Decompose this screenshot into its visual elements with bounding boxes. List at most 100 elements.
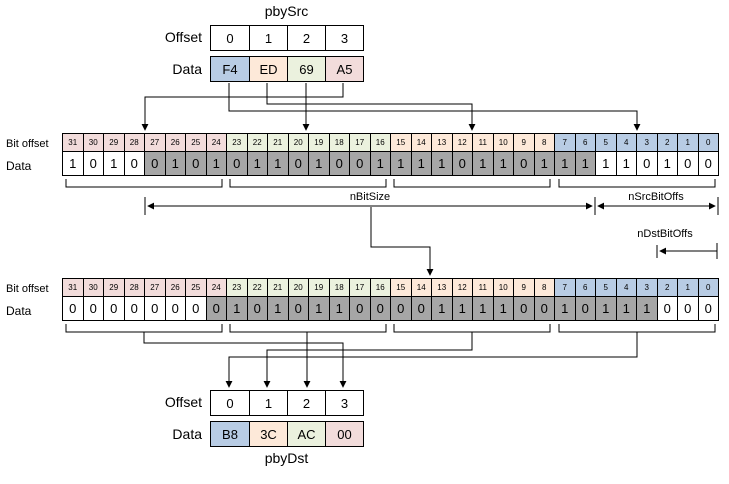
- bit-cell: 0: [144, 297, 165, 320]
- bit-cell: 0: [246, 297, 267, 320]
- bit-offset-cell: 21: [267, 134, 288, 151]
- offset-cell: 3: [325, 391, 363, 415]
- bit-cell: 0: [144, 152, 165, 175]
- ndstbitoffs-dimension: [656, 243, 718, 259]
- bit-cell: 1: [390, 152, 411, 175]
- dst-register-bit-offset-label: Bit offset: [6, 283, 49, 295]
- bit-cell: 1: [63, 152, 83, 175]
- bit-offset-cell: 3: [636, 279, 657, 296]
- dst-data-label: Data: [172, 426, 202, 442]
- bit-cell: 0: [677, 297, 698, 320]
- bit-offset-cell: 1: [677, 134, 698, 151]
- byte-cell: 3C: [249, 422, 287, 446]
- bit-offset-cell: 18: [328, 134, 349, 151]
- bit-cell: 0: [63, 297, 83, 320]
- bit-cell: 1: [595, 297, 616, 320]
- bit-offset-cell: 14: [410, 134, 431, 151]
- bit-cell: 1: [431, 297, 452, 320]
- bit-offset-cell: 4: [615, 279, 636, 296]
- bit-offset-cell: 1: [677, 279, 698, 296]
- dst-register-byte-brackets: [65, 324, 716, 333]
- bit-cell: 1: [574, 152, 595, 175]
- bit-offset-cell: 23: [226, 279, 247, 296]
- bit-cell: 1: [492, 152, 513, 175]
- bit-cell: 0: [349, 152, 370, 175]
- bit-offset-cell: 28: [123, 134, 144, 151]
- src-data-label: Data: [172, 61, 202, 77]
- bit-offset-cell: 20: [287, 134, 308, 151]
- bit-offset-cell: 10: [492, 279, 513, 296]
- byte-cell: F4: [211, 57, 249, 81]
- bit-offset-cell: 0: [697, 134, 718, 151]
- bit-offset-cell: 8: [533, 279, 554, 296]
- bit-cell: 0: [123, 297, 144, 320]
- bit-cell: 0: [82, 152, 103, 175]
- bit-cell: 0: [328, 152, 349, 175]
- bit-cell: 1: [595, 152, 616, 175]
- dst-offset-label: Offset: [164, 394, 202, 410]
- bit-offset-cell: 25: [185, 134, 206, 151]
- bit-offset-cell: 26: [164, 279, 185, 296]
- nbitsize-label: nBitSize: [320, 191, 420, 203]
- bit-cell: 1: [205, 152, 226, 175]
- bit-offset-cell: 15: [390, 279, 411, 296]
- offset-cell: 2: [287, 26, 325, 50]
- offset-cell: 0: [226, 395, 234, 411]
- bit-offset-cell: 26: [164, 134, 185, 151]
- bit-offset-cell: 29: [103, 134, 124, 151]
- bit-cell: 0: [410, 297, 431, 320]
- bit-offset-cell: 27: [144, 279, 165, 296]
- bit-offset-cell: 7: [554, 134, 575, 151]
- bit-offset-cell: 11: [472, 134, 493, 151]
- bit-offset-cell: 3: [636, 134, 657, 151]
- bit-cell: 0: [287, 297, 308, 320]
- bit-cell: 0: [513, 152, 534, 175]
- bit-offset-cell: 13: [431, 134, 452, 151]
- bit-offset-cell: 21: [267, 279, 288, 296]
- bit-offset-cell: 12: [451, 134, 472, 151]
- register-transfer-arrow: [370, 207, 434, 276]
- bit-offset-cell: 27: [144, 134, 165, 151]
- bit-offset-cell: 4: [615, 134, 636, 151]
- bit-cell: 1: [472, 152, 493, 175]
- bit-cell: 0: [185, 152, 206, 175]
- bit-cell: 1: [492, 297, 513, 320]
- bit-offset-cell: 7: [554, 279, 575, 296]
- bit-cell: 1: [308, 152, 329, 175]
- bit-cell: 0: [656, 297, 677, 320]
- bit-cell: 0: [451, 152, 472, 175]
- bit-cell: 0: [164, 297, 185, 320]
- bit-offset-cell: 2: [656, 134, 677, 151]
- bit-cell: 0: [636, 152, 657, 175]
- bit-cell: 0: [287, 152, 308, 175]
- bit-cell: 1: [410, 152, 431, 175]
- bit-cell: 0: [185, 297, 206, 320]
- bit-offset-cell: 30: [82, 134, 103, 151]
- bit-cell: 1: [246, 152, 267, 175]
- bit-cell: 1: [615, 297, 636, 320]
- pbysrc-title: pbySrc: [264, 3, 309, 19]
- bit-offset-cell: 9: [513, 279, 534, 296]
- bit-offset-cell: 5: [595, 279, 616, 296]
- bit-offset-cell: 30: [82, 279, 103, 296]
- bit-offset-cell: 18: [328, 279, 349, 296]
- byte-cell: 00: [325, 422, 363, 446]
- offset-cell: 2: [287, 391, 325, 415]
- src-register-bit-offset-label: Bit offset: [6, 138, 49, 150]
- bit-cell: 1: [533, 152, 554, 175]
- bit-offset-cell: 31: [63, 134, 83, 151]
- bit-cell: 1: [226, 297, 247, 320]
- bit-offset-cell: 29: [103, 279, 124, 296]
- bit-offset-cell: 12: [451, 279, 472, 296]
- bit-cell: 1: [103, 152, 124, 175]
- bit-offset-cell: 24: [205, 279, 226, 296]
- bit-offset-cell: 31: [63, 279, 83, 296]
- bit-offset-cell: 9: [513, 134, 534, 151]
